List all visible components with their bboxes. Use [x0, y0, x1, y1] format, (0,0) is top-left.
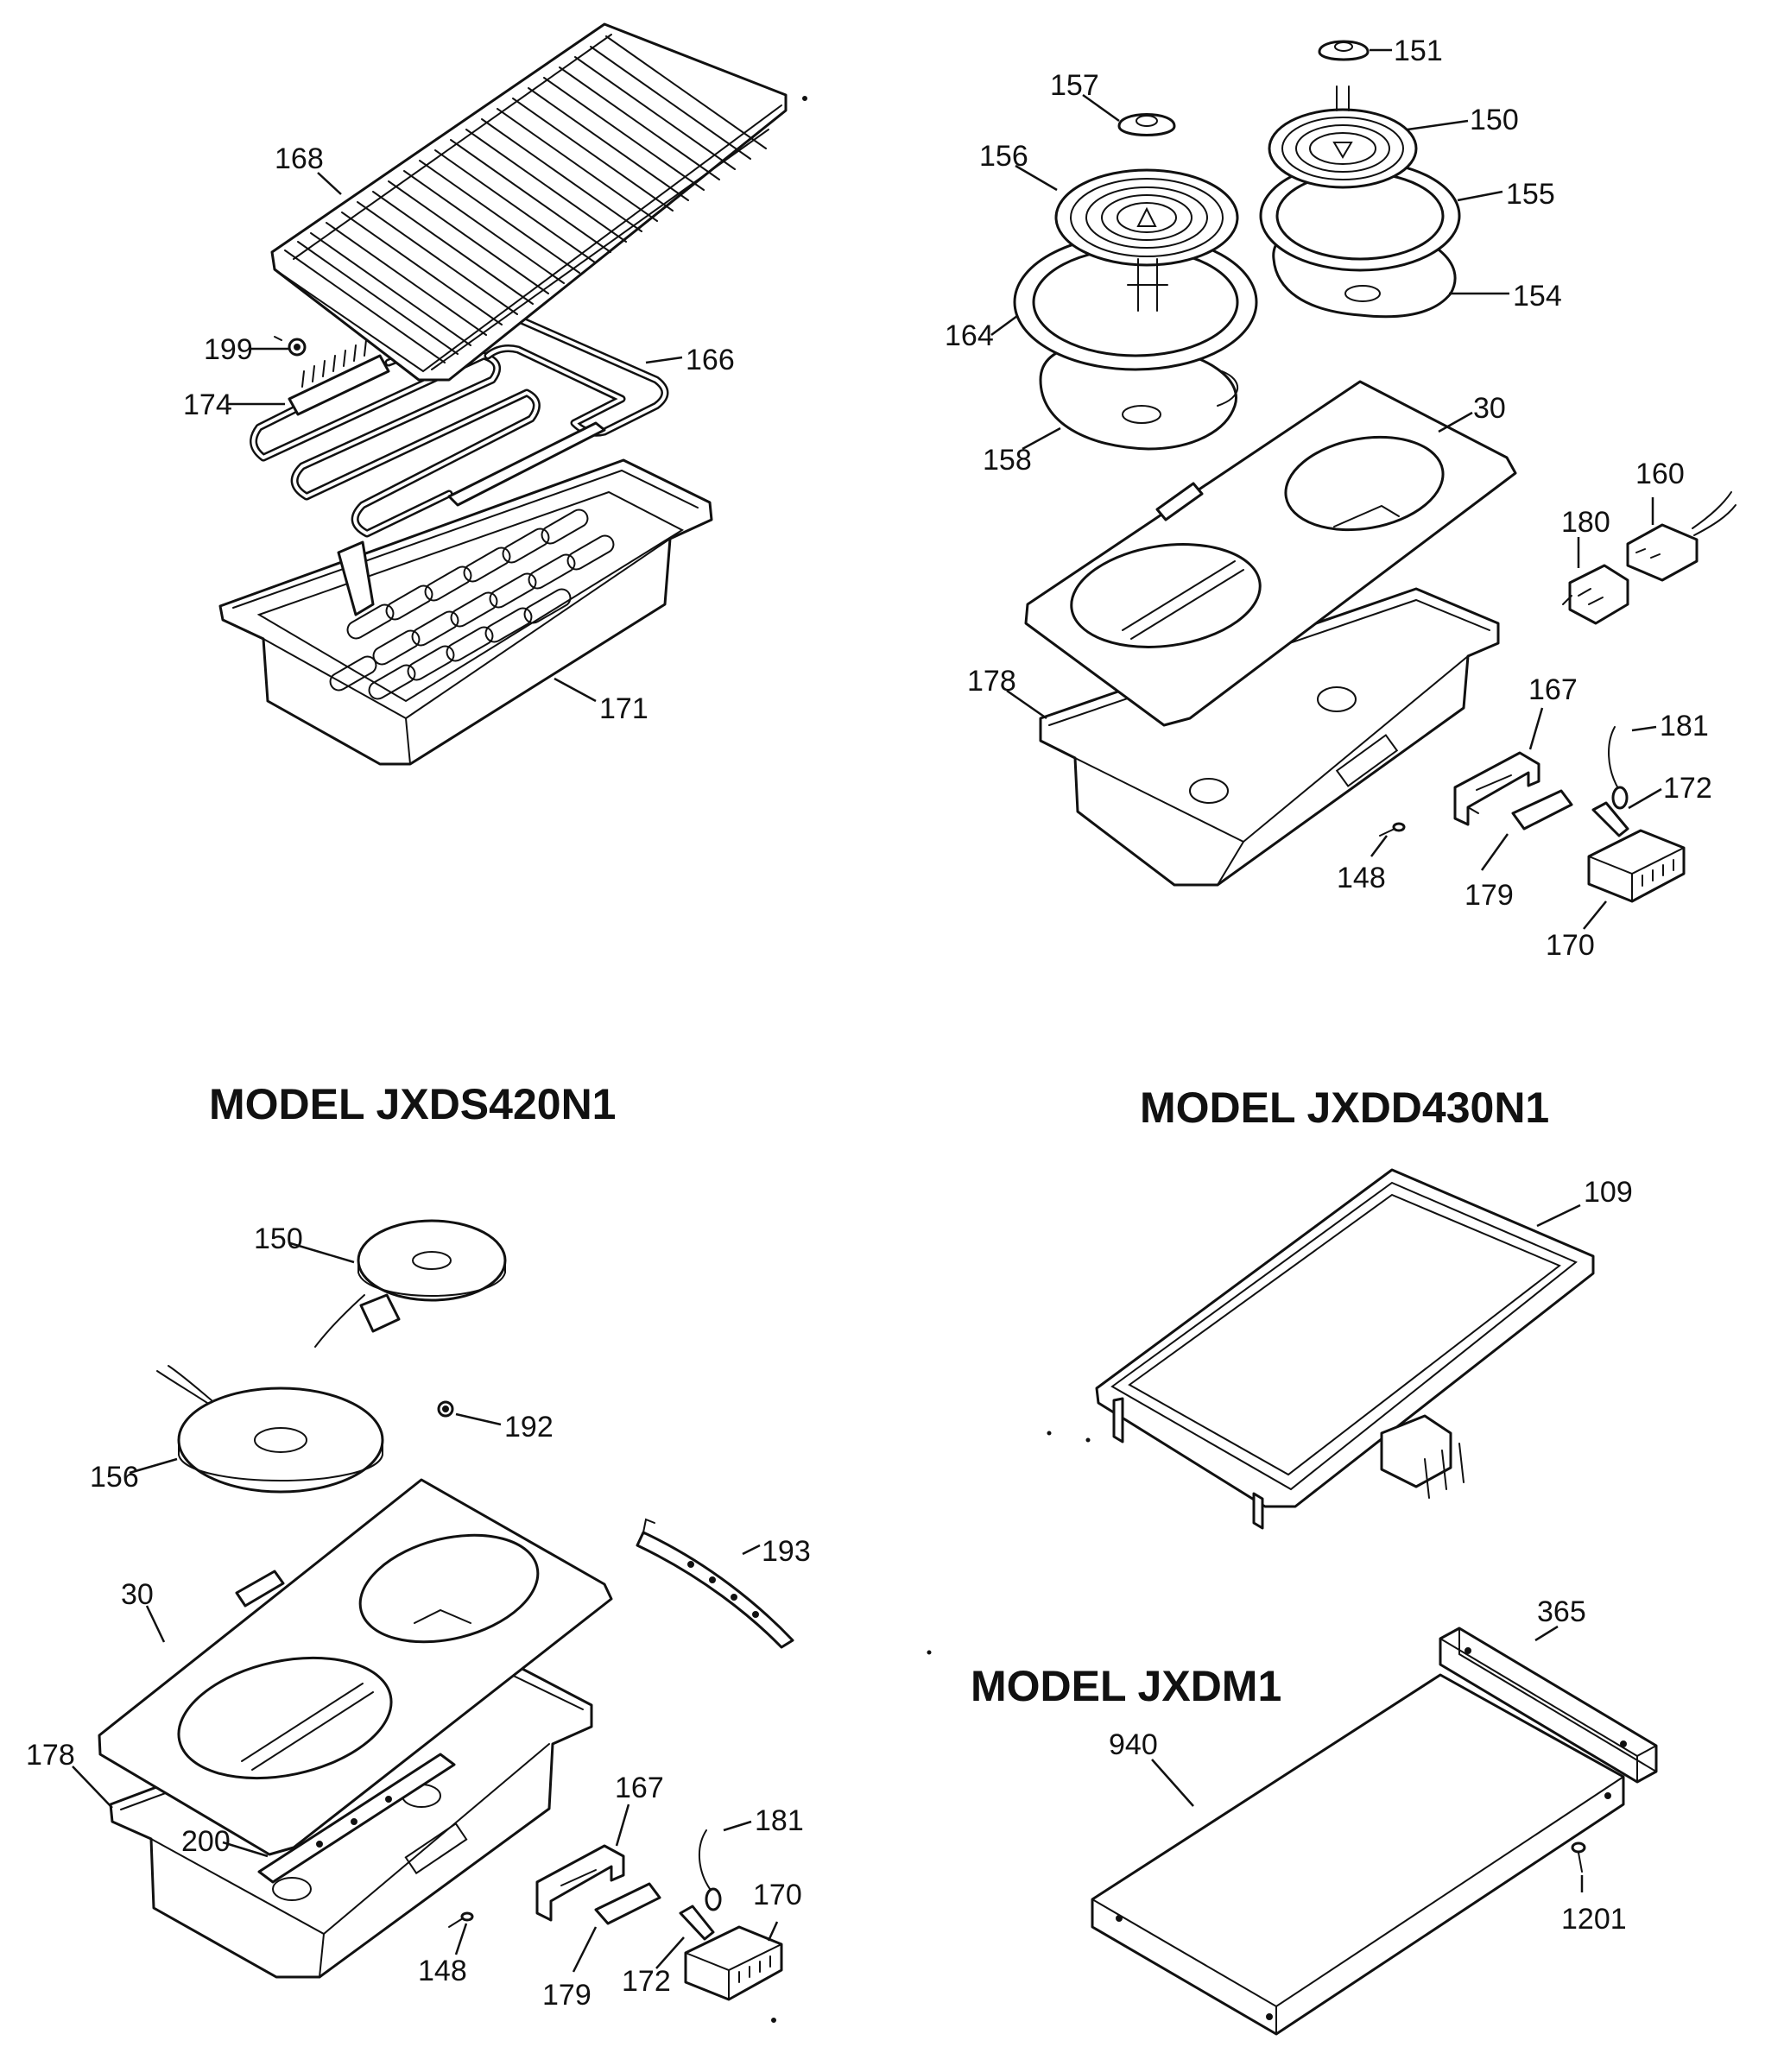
part-166-grill-element	[250, 311, 669, 538]
model-title-jxds420n1: MODEL JXDS420N1	[209, 1080, 616, 1128]
part-940-panel	[1091, 1673, 1625, 2036]
callout-150: 150	[1470, 104, 1519, 136]
callout-181: 181	[1660, 710, 1709, 742]
callout-109: 109	[1584, 1176, 1633, 1209]
part-158-drip-bowl	[1039, 341, 1239, 451]
callout-150-smooth: 150	[254, 1222, 303, 1255]
callout-1201: 1201	[1561, 1903, 1627, 1936]
callout-940: 940	[1109, 1728, 1158, 1761]
callout-174: 174	[183, 388, 232, 421]
callout-193: 193	[762, 1535, 811, 1568]
callout-158: 158	[983, 444, 1032, 477]
callout-166: 166	[686, 344, 735, 376]
part-193-bracket	[636, 1518, 794, 1649]
callout-30: 30	[1473, 392, 1506, 425]
part-155-trim-ring-small	[1259, 160, 1461, 272]
callout-151: 151	[1394, 35, 1443, 67]
callout-155: 155	[1506, 178, 1555, 211]
grill-module	[218, 22, 788, 766]
part-1201-screw	[1571, 1841, 1586, 1873]
part-179-switch-plate-b	[594, 1882, 661, 1925]
part-148-screw-b	[448, 1911, 474, 1928]
part-150-small-coil	[1268, 85, 1418, 189]
part-168-grill-grate	[270, 22, 788, 382]
callout-148: 148	[1337, 862, 1386, 894]
callout-178-smooth: 178	[26, 1739, 75, 1772]
callout-179: 179	[1465, 879, 1514, 912]
part-151-coil-support	[1318, 40, 1370, 61]
callout-156-smooth: 156	[90, 1461, 139, 1494]
part-156-radiant-element	[156, 1365, 384, 1494]
part-156-large-coil	[1054, 168, 1239, 312]
callout-365: 365	[1537, 1595, 1586, 1628]
callout-160: 160	[1635, 458, 1685, 490]
part-170-switch-block-b	[684, 1925, 783, 2001]
coil-callouts: 151 157 150 156 155 164 154 30 158 160 1…	[945, 35, 1712, 962]
model-title-jxdd430n1: MODEL JXDD430N1	[1140, 1083, 1549, 1132]
part-164-trim-ring	[1013, 233, 1258, 371]
part-157-coil-support	[1117, 113, 1176, 136]
grill-callouts: 168 199 166 174 171	[183, 142, 735, 725]
callout-172: 172	[1663, 772, 1712, 805]
callout-154: 154	[1513, 280, 1562, 313]
grill-pan-slots	[329, 509, 615, 700]
part-181-wire	[1608, 726, 1629, 810]
part-167-bracket-b	[535, 1844, 625, 1922]
part-150-radiant-element	[314, 1219, 507, 1348]
part-170-switch-block	[1587, 829, 1686, 903]
part-365-rail	[1439, 1627, 1658, 1784]
jxdm1-cover	[1091, 1627, 1658, 2036]
coil-module	[1013, 40, 1737, 903]
callout-180: 180	[1561, 506, 1610, 539]
part-180-receptacle	[1562, 564, 1629, 625]
callout-178: 178	[967, 665, 1016, 698]
part-30-cooktop	[1024, 380, 1517, 727]
callout-170: 170	[1546, 929, 1595, 962]
part-179-switch-plate	[1511, 789, 1573, 831]
callout-148-smooth: 148	[418, 1955, 467, 1987]
part-200-strip	[257, 1753, 456, 1884]
part-109-griddle	[1085, 1168, 1595, 1530]
callout-170-smooth: 170	[753, 1879, 802, 1911]
smoothtop-module	[98, 1219, 794, 2001]
callout-168: 168	[275, 142, 324, 175]
callout-167-smooth: 167	[615, 1772, 664, 1804]
callout-157: 157	[1050, 69, 1099, 102]
callout-164: 164	[945, 319, 994, 352]
callout-156: 156	[979, 140, 1028, 173]
callout-167: 167	[1528, 673, 1578, 706]
smoothtop-callouts: 150 192 156 193 30 178 167 181 200 170 1…	[26, 1222, 811, 2012]
part-167-bracket	[1453, 751, 1540, 826]
callout-30-smooth: 30	[121, 1578, 154, 1611]
part-172-clip-b	[679, 1905, 715, 1941]
part-172-clip	[1591, 801, 1629, 837]
callout-200: 200	[181, 1825, 231, 1858]
part-171-grill-pan	[218, 458, 713, 766]
part-181-wire-b	[698, 1829, 722, 1911]
callout-199: 199	[204, 333, 253, 366]
model-title-jxdm1: MODEL JXDM1	[971, 1662, 1281, 1710]
grate-bars	[284, 34, 769, 370]
part-30-cooktop-glass	[98, 1478, 613, 1856]
callout-192: 192	[504, 1411, 554, 1443]
callout-172-smooth: 172	[622, 1965, 671, 1998]
callout-171: 171	[599, 692, 648, 725]
part-148-screw	[1379, 822, 1406, 837]
part-160-terminal-block	[1626, 491, 1737, 582]
callout-181-smooth: 181	[755, 1804, 804, 1837]
callout-179-smooth: 179	[542, 1979, 592, 2012]
